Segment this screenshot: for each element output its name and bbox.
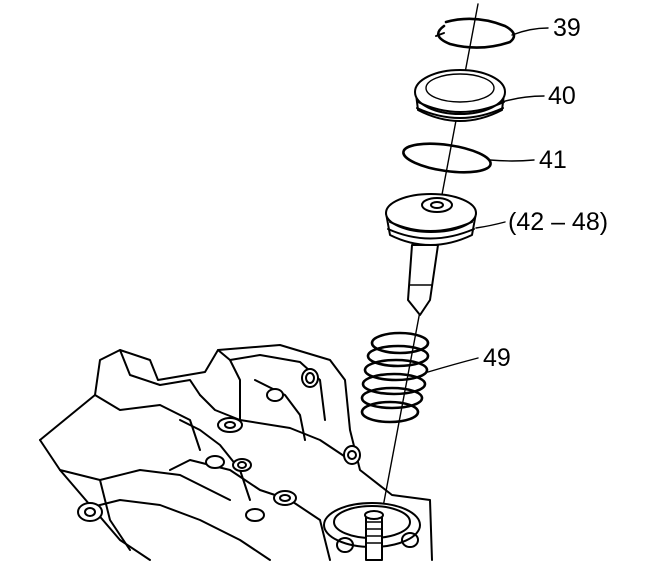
- spring-49: [360, 331, 430, 424]
- callout-40: 40: [548, 82, 576, 110]
- seal-ring-41: [402, 142, 492, 174]
- callout-42-48: (42 – 48): [508, 208, 608, 236]
- leader-lines: [427, 27, 549, 373]
- transmission-case: [39, 344, 433, 561]
- snap-ring-39: [435, 17, 516, 49]
- piston-assembly-42-48: [385, 193, 477, 316]
- cover-40: [414, 69, 506, 122]
- callout-41: 41: [539, 146, 567, 174]
- callout-39: 39: [553, 14, 581, 42]
- callout-49: 49: [483, 344, 511, 372]
